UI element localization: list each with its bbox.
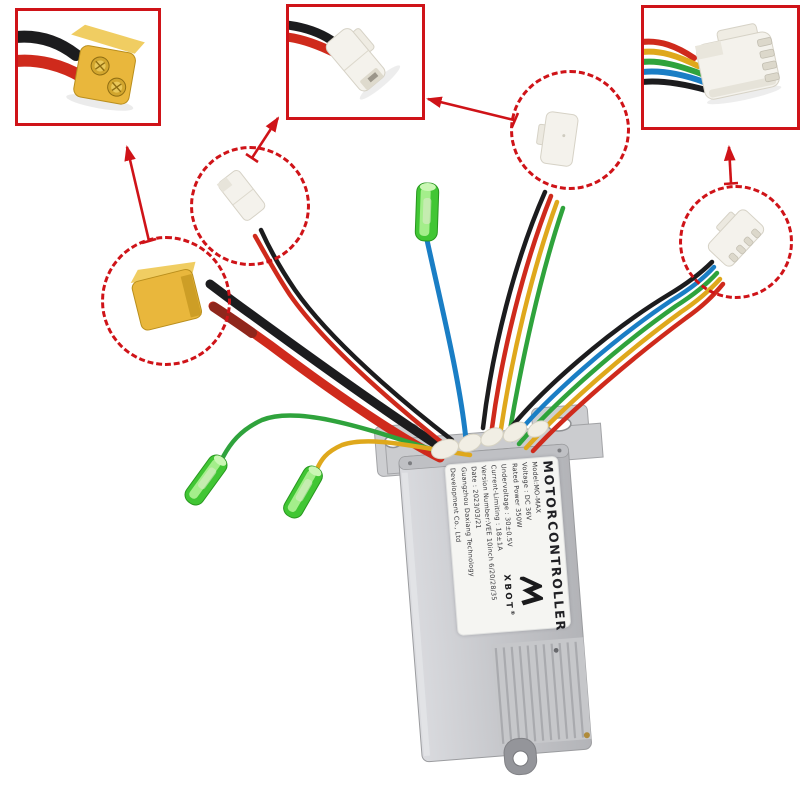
inset-xt60-closeup (10, 8, 161, 126)
closeup-red-wire (10, 54, 88, 83)
2pin-closeup-body (325, 28, 401, 100)
5pin-closeup-body (694, 23, 782, 105)
inset-5pin-closeup (639, 5, 800, 130)
green-terminal-top (414, 182, 440, 242)
case-dimple (553, 647, 559, 653)
rim-screw-left (408, 461, 413, 466)
arrow-to-2pin-inset (250, 116, 280, 159)
controller-label: MOTORCONTROLLER Model:MO-MAX Voltage : D… (444, 455, 572, 637)
2pin-closeup-illustration (282, 20, 401, 100)
green-terminal-left (184, 454, 228, 506)
arrow-tail-1 (141, 237, 157, 245)
upper-bundle-yellow (498, 199, 560, 432)
green-terminal-right (283, 465, 323, 519)
upper-bundle-black (480, 189, 548, 431)
arrow-to-middle-inset (426, 96, 515, 122)
rim-screw-right (557, 448, 562, 453)
arrow-to-xt60-inset (124, 145, 151, 242)
xt60-closeup-illustration (10, 24, 145, 111)
glue-blobs (430, 420, 549, 460)
5pin-closeup-illustration (639, 23, 782, 105)
xbot-logo-mark (519, 575, 546, 606)
xt60-screw-terminals (90, 56, 127, 97)
callout-circle-2pin (190, 146, 310, 266)
xbot-logo: XBOT® (494, 563, 546, 624)
brass-standoff (583, 732, 590, 739)
green-terminal-wire (220, 413, 443, 460)
upper-bundle-green (507, 205, 566, 433)
green-bullet-terminals (184, 182, 440, 519)
callout-circle-multipin-right (679, 185, 793, 299)
bottom-mount-hole (512, 750, 529, 767)
blue-terminal-wire (424, 237, 469, 443)
xt60-closeup-body (66, 24, 145, 111)
arrow-tail-4 (723, 181, 739, 186)
inset-2pin-closeup (282, 4, 425, 120)
arrow-to-5pin-inset (723, 145, 736, 184)
arrow-tail-2 (245, 152, 259, 164)
pin-slots (757, 37, 780, 83)
heatsink-fins (491, 637, 592, 747)
closeup2-black-wire (282, 20, 336, 45)
right-bundle-yellow (523, 276, 723, 451)
callout-circle-multipin-upper (510, 70, 630, 190)
closeup-black-wire (10, 30, 82, 61)
callout-circle-xt60 (101, 236, 231, 366)
arrow-tail-3 (510, 112, 520, 128)
metal-pin (367, 72, 379, 83)
upper-bundle-red (489, 193, 554, 431)
case-edge-highlight (401, 472, 431, 757)
right-bundle-red (530, 281, 726, 454)
closeup3-wires (639, 38, 709, 93)
